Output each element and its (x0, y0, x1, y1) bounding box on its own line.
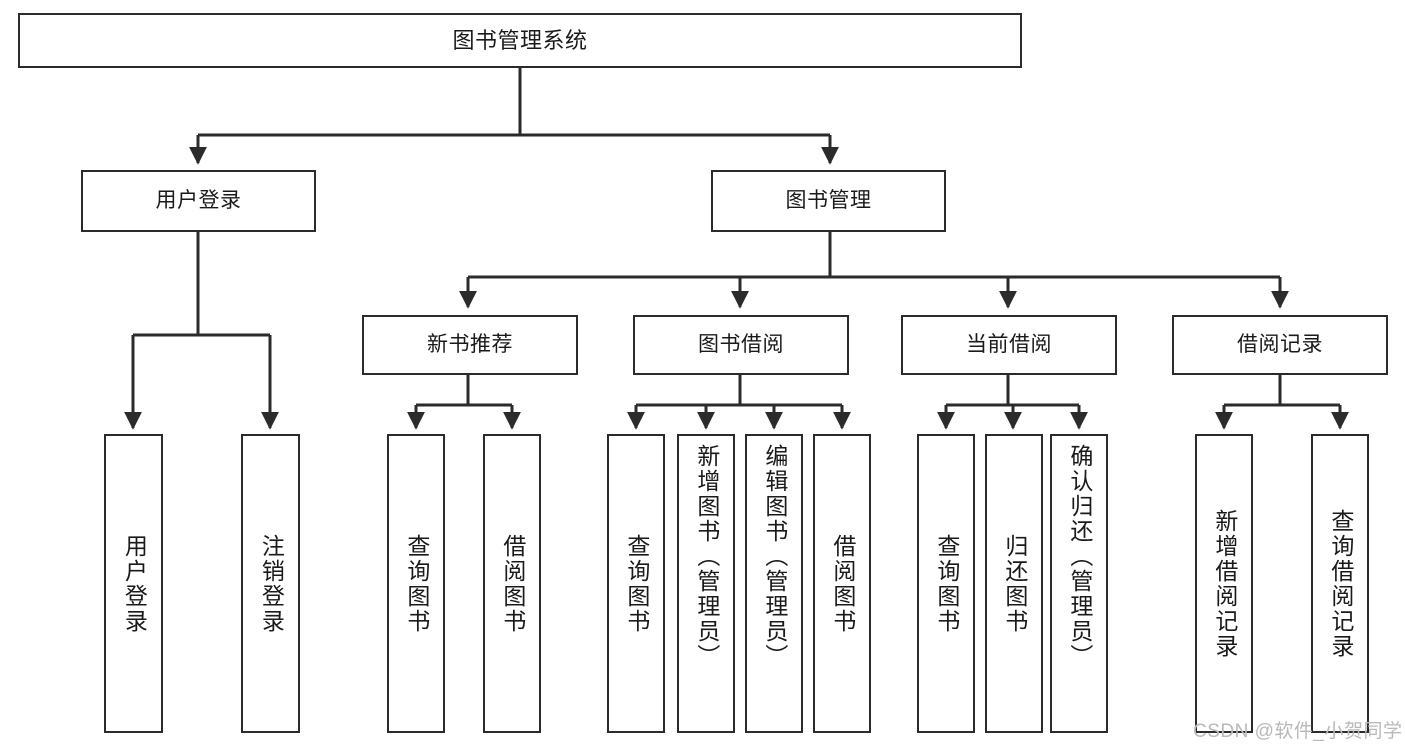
node-label: 编辑图书（管理员） (761, 444, 788, 669)
node-user-login[interactable]: 用户登录 (81, 170, 316, 232)
node-label: 新增借阅记录 (1211, 508, 1238, 659)
node-label: 查询图书 (403, 533, 430, 634)
node-book-management[interactable]: 图书管理 (711, 170, 946, 232)
node-label: 查询图书 (623, 533, 650, 634)
node-label: 借阅图书 (829, 533, 856, 634)
node-label: 查询借阅记录 (1327, 508, 1354, 659)
node-label: 当前借阅 (966, 333, 1052, 357)
node-label: 借阅记录 (1237, 333, 1323, 357)
node-leaf-confirm-return-admin[interactable]: 确认归还（管理员） (1050, 434, 1108, 733)
node-root-library-system[interactable]: 图书管理系统 (18, 13, 1022, 68)
node-label: 图书管理系统 (452, 27, 588, 53)
node-label: 归还图书 (1001, 533, 1028, 634)
node-leaf-borrow-book[interactable]: 借阅图书 (813, 434, 871, 733)
node-label: 图书借阅 (698, 333, 784, 357)
node-new-book-recommend[interactable]: 新书推荐 (362, 315, 578, 375)
node-leaf-add-book-admin[interactable]: 新增图书（管理员） (677, 434, 735, 733)
node-label: 新书推荐 (427, 333, 513, 357)
node-label: 确认归还（管理员） (1066, 444, 1093, 669)
node-leaf-return-book[interactable]: 归还图书 (985, 434, 1043, 733)
node-label: 新增图书（管理员） (693, 444, 720, 669)
node-label: 借阅图书 (499, 533, 526, 634)
node-label: 注销登录 (258, 533, 285, 634)
node-book-borrow[interactable]: 图书借阅 (633, 315, 849, 375)
node-current-borrow[interactable]: 当前借阅 (901, 315, 1117, 375)
node-leaf-add-borrow-record[interactable]: 新增借阅记录 (1195, 434, 1253, 733)
node-leaf-edit-book-admin[interactable]: 编辑图书（管理员） (745, 434, 803, 733)
node-leaf-query-book-recommend[interactable]: 查询图书 (387, 434, 445, 733)
node-leaf-query-book-current[interactable]: 查询图书 (917, 434, 975, 733)
node-leaf-query-borrow-record[interactable]: 查询借阅记录 (1311, 434, 1369, 733)
node-label: 用户登录 (155, 189, 242, 213)
node-label: 查询图书 (933, 533, 960, 634)
node-leaf-logout[interactable]: 注销登录 (241, 434, 300, 733)
node-leaf-borrow-book-recommend[interactable]: 借阅图书 (483, 434, 541, 733)
node-label: 图书管理 (785, 189, 872, 213)
node-leaf-user-login[interactable]: 用户登录 (104, 434, 163, 733)
node-label: 用户登录 (121, 533, 148, 634)
node-leaf-query-book-borrow[interactable]: 查询图书 (607, 434, 665, 733)
node-borrow-record[interactable]: 借阅记录 (1172, 315, 1388, 375)
